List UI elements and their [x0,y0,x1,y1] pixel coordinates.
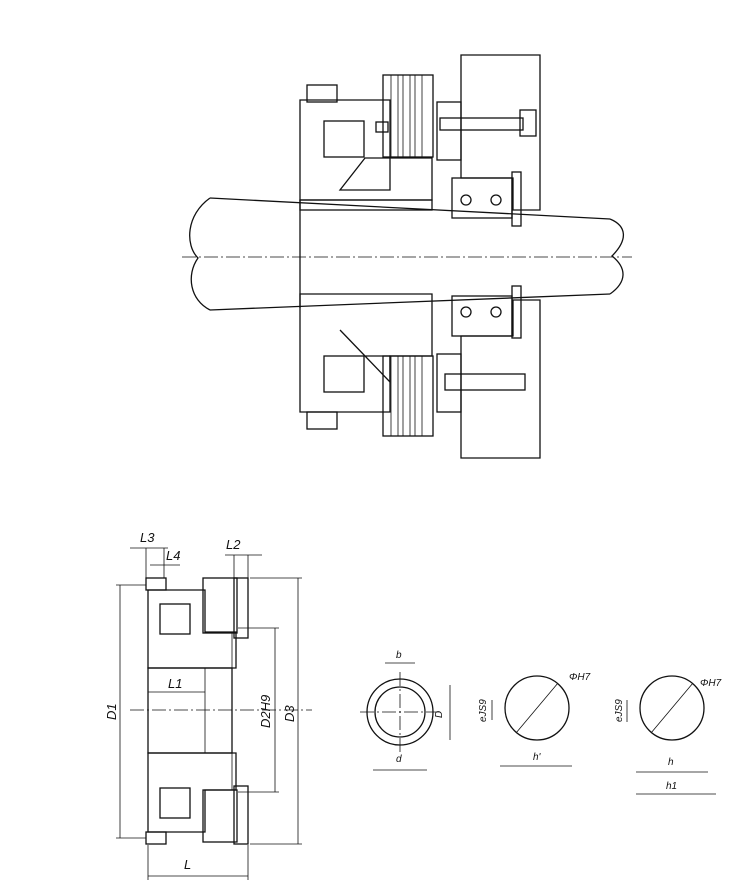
label-b: b [396,650,402,661]
label-D: D [434,711,445,718]
label-h: h [668,757,674,768]
label-D2H9: D2H9 [258,695,273,728]
clutch-body-lower [299,293,433,430]
label-h-prime: h' [533,752,542,763]
label-L4: L4 [166,548,180,563]
label-d: d [396,754,402,765]
label-eJS9-2: eJS9 [614,699,625,722]
assembly-section-view [182,54,632,459]
label-L3: L3 [140,530,155,545]
gear-hub-upper [439,54,541,227]
label-h1: h1 [666,781,677,792]
label-eJS9-1: eJS9 [478,699,489,722]
friction-discs-lower [382,353,462,437]
label-phiH7-2: ΦH7 [700,678,722,689]
splined-bore-section [360,662,451,771]
label-L1: L1 [168,676,182,691]
gear-hub-lower [444,285,541,459]
shaft [189,197,625,311]
label-D3: D3 [282,705,297,722]
label-D1: D1 [104,703,119,720]
keyway-bore-section-2 [626,675,716,795]
label-phiH7-1: ΦH7 [569,672,591,683]
label-L2: L2 [226,537,241,552]
keyway-bore-section-1 [491,675,572,767]
dimensioned-section-view [116,547,312,880]
clutch-body-upper [299,84,433,211]
label-L: L [184,857,191,872]
dimension-lines [116,547,302,880]
dimension-labels: L3 L4 L2 L1 D1 D2H9 D3 L b D d eJS9 ΦH7 … [104,530,722,872]
friction-discs-upper [382,74,462,161]
